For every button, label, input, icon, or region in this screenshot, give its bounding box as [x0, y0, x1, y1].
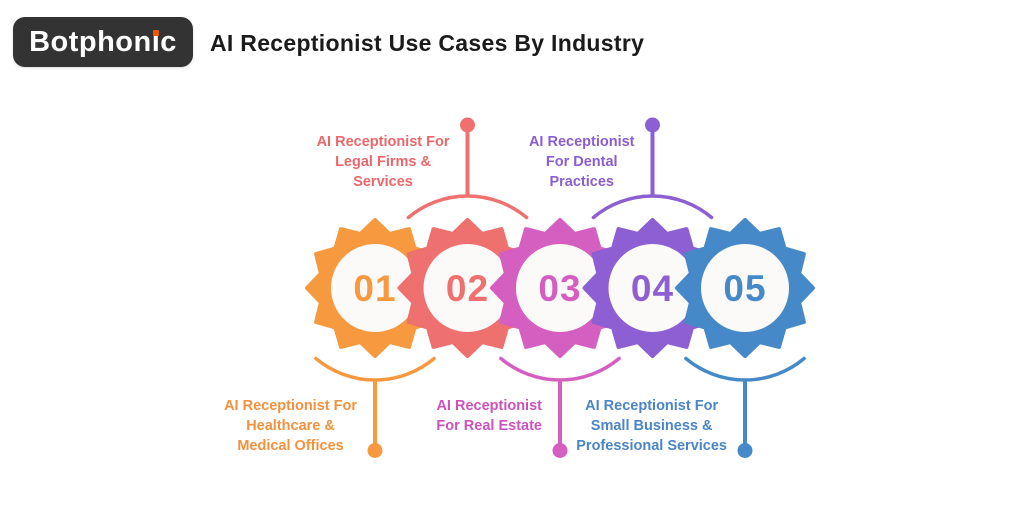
connector-dot: [460, 117, 475, 133]
industry-label-line: Professional Services: [576, 438, 727, 454]
badge-number: 02: [446, 268, 489, 309]
connector-03: [499, 356, 621, 458]
industry-label-line: Practices: [549, 174, 614, 190]
industry-label-line: AI Receptionist: [528, 134, 635, 150]
logo-i-dot: [153, 29, 160, 36]
industry-label-line: Legal Firms &: [335, 154, 431, 170]
connector-dot: [645, 117, 660, 133]
gear-badge-inner-circle: [516, 244, 604, 332]
badge-05: 05: [675, 218, 815, 358]
connector-dot: [737, 443, 753, 458]
gear-badge-inner-circle: [331, 244, 419, 332]
badge-number: 05: [723, 268, 766, 309]
gear-badge-inner-circle: [423, 244, 512, 332]
connector-dot: [367, 443, 383, 458]
gear-badge-inner-circle: [701, 244, 789, 332]
industry-label-line: Services: [353, 174, 413, 190]
industry-label-line: Healthcare &: [246, 418, 335, 434]
badge-number: 04: [631, 268, 674, 309]
badge-number: 01: [353, 268, 396, 309]
connector-05: [684, 356, 806, 458]
connector-01: [314, 356, 436, 458]
logo-i-stem: ı: [151, 25, 161, 58]
connector-arc: [499, 356, 621, 382]
page-title: AI Receptionist Use Cases By Industry: [210, 30, 645, 56]
industry-label-line: AI Receptionist: [436, 398, 542, 414]
connector-dot: [552, 443, 568, 458]
industry-label-line: Small Business &: [590, 418, 713, 434]
badge-number: 03: [538, 268, 581, 309]
connector-arc: [591, 194, 714, 220]
industry-label-line: For Dental: [545, 154, 618, 170]
logo-text-pre: Botphon: [29, 25, 152, 58]
industry-label-line: AI Receptionist For: [316, 134, 450, 150]
connector-arc: [684, 356, 806, 382]
industry-label-line: AI Receptionist For: [585, 398, 719, 414]
industry-label-line: AI Receptionist For: [224, 398, 357, 414]
gear-badge-inner-circle: [608, 244, 697, 332]
industry-label-line: Medical Offices: [237, 438, 344, 454]
logo-text-post: c: [160, 25, 177, 58]
logo-letter-i: ı: [151, 25, 161, 58]
connector-04: [591, 117, 714, 220]
industry-label-line: For Real Estate: [436, 418, 542, 434]
connector-arc: [406, 194, 529, 220]
connector-02: [406, 117, 529, 220]
connector-arc: [314, 356, 436, 382]
